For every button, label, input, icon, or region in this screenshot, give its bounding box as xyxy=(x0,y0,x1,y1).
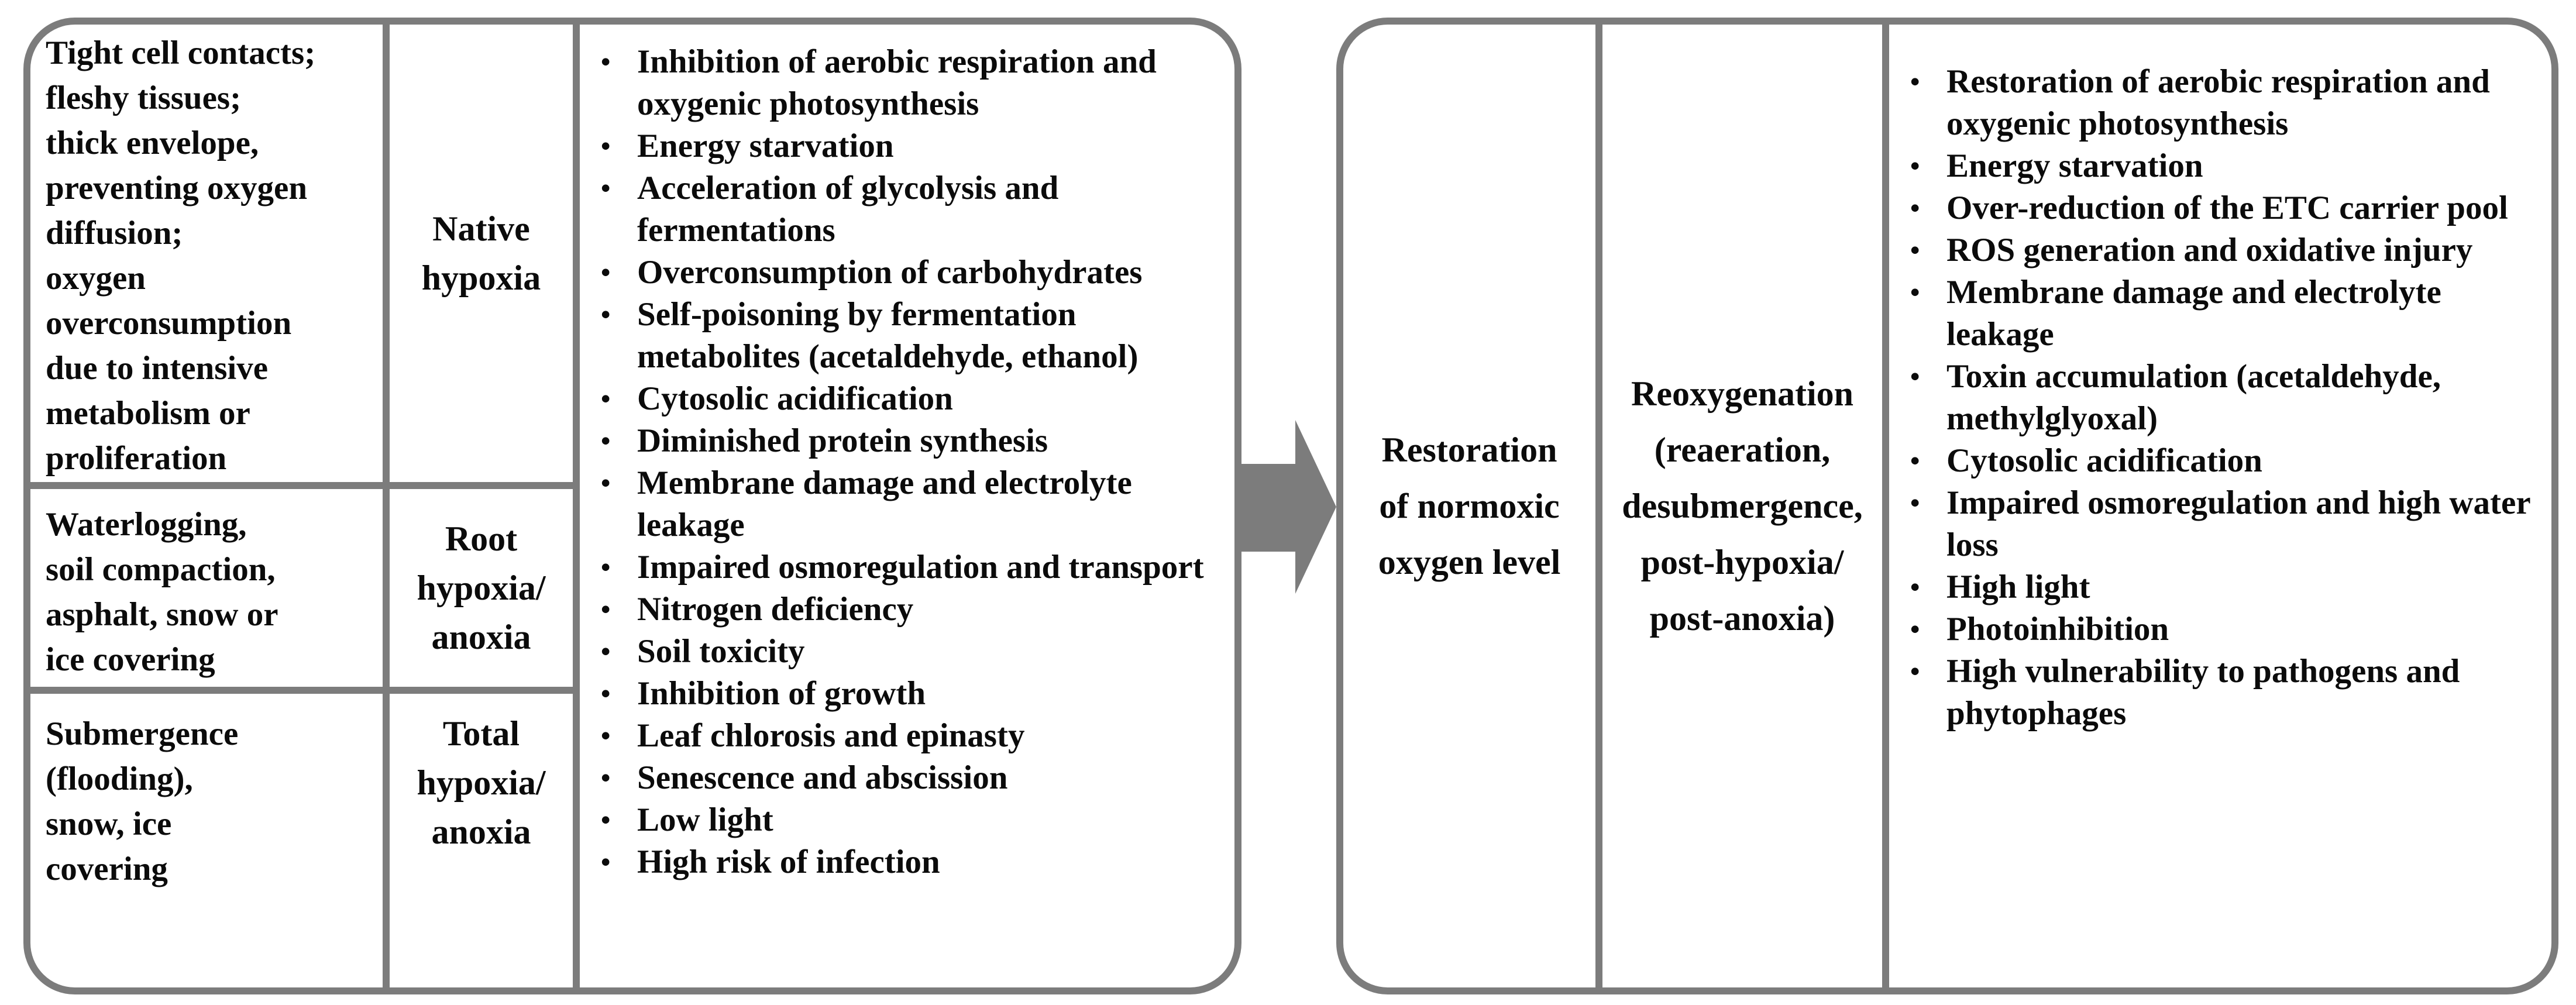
bullet-icon: • xyxy=(601,594,611,625)
bullet-icon: • xyxy=(1910,446,1920,476)
bullet-icon: • xyxy=(601,552,611,583)
list-item: • Photoinhibition xyxy=(1910,608,2544,651)
list-item: • Impaired osmoregulation and high water… xyxy=(1910,482,2544,566)
bullet-icon: • xyxy=(1910,235,1920,266)
bullet-icon: • xyxy=(601,679,611,709)
bullet-icon: • xyxy=(1910,67,1920,97)
bullet-icon: • xyxy=(601,384,611,414)
bullet-icon: • xyxy=(1910,193,1920,223)
effects-list-hypoxia: • Inhibition of aerobic respiration and … xyxy=(580,25,1234,987)
list-item-text: Soil toxicity xyxy=(637,633,805,670)
cause-cell-root-hypoxia: Waterlogging, soil compaction, asphalt, … xyxy=(30,489,390,694)
bullet-icon: • xyxy=(1910,572,1920,603)
list-item: • High light xyxy=(1910,566,2544,608)
list-item-text: ROS generation and oxidative injury xyxy=(1946,232,2473,269)
list-item: • High risk of infection xyxy=(601,841,1225,883)
bullet-icon: • xyxy=(601,257,611,288)
bullet-icon: • xyxy=(601,721,611,751)
flow-arrow-icon xyxy=(1241,420,1336,594)
list-item: • Energy starvation xyxy=(1910,145,2544,187)
list-item-text: High vulnerability to pathogens and phyt… xyxy=(1946,653,2460,732)
list-item: • Low light xyxy=(601,799,1225,841)
list-item-text: Overconsumption of carbohydrates xyxy=(637,254,1143,291)
list-item-text: Inhibition of aerobic respiration and ox… xyxy=(637,43,1157,122)
list-item-text: Restoration of aerobic respiration and o… xyxy=(1946,63,2490,142)
list-item-text: Diminished protein synthesis xyxy=(637,422,1048,459)
effects-list-reoxygenation: • Restoration of aerobic respiration and… xyxy=(1889,25,2551,987)
type-label-native-hypoxia: Native hypoxia xyxy=(390,25,580,489)
bullet-icon: • xyxy=(601,763,611,793)
list-item-text: Membrane damage and electrolyte leakage xyxy=(1946,274,2441,353)
list-item: • Overconsumption of carbohydrates xyxy=(601,252,1225,294)
list-item: • Impaired osmoregulation and transport xyxy=(601,546,1225,588)
flow-arrow-shape xyxy=(1241,420,1336,594)
list-item: • ROS generation and oxidative injury xyxy=(1910,229,2544,271)
list-item-text: Over-reduction of the ETC carrier pool xyxy=(1946,190,2508,226)
bullet-icon: • xyxy=(1910,277,1920,308)
list-item-text: Membrane damage and electrolyte leakage xyxy=(637,464,1132,543)
bullet-icon: • xyxy=(1910,362,1920,392)
list-item: • Leaf chlorosis and epinasty xyxy=(601,715,1225,757)
bullet-icon: • xyxy=(601,636,611,667)
list-item: • High vulnerability to pathogens and ph… xyxy=(1910,651,2544,735)
list-item-text: Toxin accumulation (acetaldehyde, methyl… xyxy=(1946,358,2441,437)
list-item: • Inhibition of aerobic respiration and … xyxy=(601,41,1225,125)
list-item-text: High risk of infection xyxy=(637,844,940,880)
bullet-icon: • xyxy=(1910,614,1920,645)
list-item-text: Cytosolic acidification xyxy=(637,380,953,417)
list-item: • Membrane damage and electrolyte leakag… xyxy=(601,462,1225,546)
bullet-icon: • xyxy=(601,47,611,77)
bullet-icon: • xyxy=(601,805,611,835)
list-item-text: Self-poisoning by fermentation metabolit… xyxy=(637,296,1139,375)
list-item: • Restoration of aerobic respiration and… xyxy=(1910,61,2544,145)
list-item: • Toxin accumulation (acetaldehyde, meth… xyxy=(1910,356,2544,440)
list-item: • Over-reduction of the ETC carrier pool xyxy=(1910,187,2544,229)
list-item: • Energy starvation xyxy=(601,125,1225,167)
list-item: • Nitrogen deficiency xyxy=(601,588,1225,631)
bullet-icon: • xyxy=(601,300,611,330)
bullet-icon: • xyxy=(601,426,611,456)
reoxygenation-label: Reoxygenation (reaeration, desubmergence… xyxy=(1602,25,1889,987)
list-item-text: Senescence and abscission xyxy=(637,759,1008,796)
list-item: • Cytosolic acidification xyxy=(1910,440,2544,482)
bullet-icon: • xyxy=(601,847,611,877)
list-item: • Membrane damage and electrolyte leakag… xyxy=(1910,271,2544,356)
list-item: • Diminished protein synthesis xyxy=(601,420,1225,462)
bullet-icon: • xyxy=(1910,488,1920,518)
list-item-text: Low light xyxy=(637,801,773,838)
list-item-text: Leaf chlorosis and epinasty xyxy=(637,717,1025,754)
list-item-text: Energy starvation xyxy=(637,128,894,164)
type-label-total-hypoxia: Total hypoxia/ anoxia xyxy=(390,694,580,987)
bullet-icon: • xyxy=(1910,656,1920,687)
bullet-icon: • xyxy=(601,131,611,161)
list-item-text: Impaired osmoregulation and transport xyxy=(637,549,1204,586)
bullet-icon: • xyxy=(601,468,611,498)
list-item: • Senescence and abscission xyxy=(601,757,1225,799)
type-label-root-hypoxia: Root hypoxia/ anoxia xyxy=(390,489,580,694)
reoxygenation-panel: Restoration of normoxic oxygen level Reo… xyxy=(1336,18,2558,994)
list-item: • Self-poisoning by fermentation metabol… xyxy=(601,294,1225,378)
cause-cell-total-hypoxia: Submergence (flooding), snow, ice coveri… xyxy=(30,694,390,987)
bullet-icon: • xyxy=(601,173,611,204)
bullet-icon: • xyxy=(1910,151,1920,181)
list-item-text: Impaired osmoregulation and high water l… xyxy=(1946,484,2530,563)
list-item-text: High light xyxy=(1946,569,2090,605)
restoration-label: Restoration of normoxic oxygen level xyxy=(1343,25,1602,987)
list-item-text: Inhibition of growth xyxy=(637,675,926,712)
list-item: • Cytosolic acidification xyxy=(601,378,1225,420)
list-item-text: Acceleration of glycolysis and fermentat… xyxy=(637,170,1059,249)
list-item-text: Nitrogen deficiency xyxy=(637,591,914,628)
list-item-text: Energy starvation xyxy=(1946,147,2203,184)
list-item: • Soil toxicity xyxy=(601,631,1225,673)
list-item: • Inhibition of growth xyxy=(601,673,1225,715)
list-item-text: Photoinhibition xyxy=(1946,611,2169,648)
hypoxia-panel: Tight cell contacts; fleshy tissues; thi… xyxy=(23,18,1241,994)
list-item: • Acceleration of glycolysis and ferment… xyxy=(601,167,1225,252)
list-item-text: Cytosolic acidification xyxy=(1946,442,2262,479)
cause-cell-native-hypoxia: Tight cell contacts; fleshy tissues; thi… xyxy=(30,25,390,489)
